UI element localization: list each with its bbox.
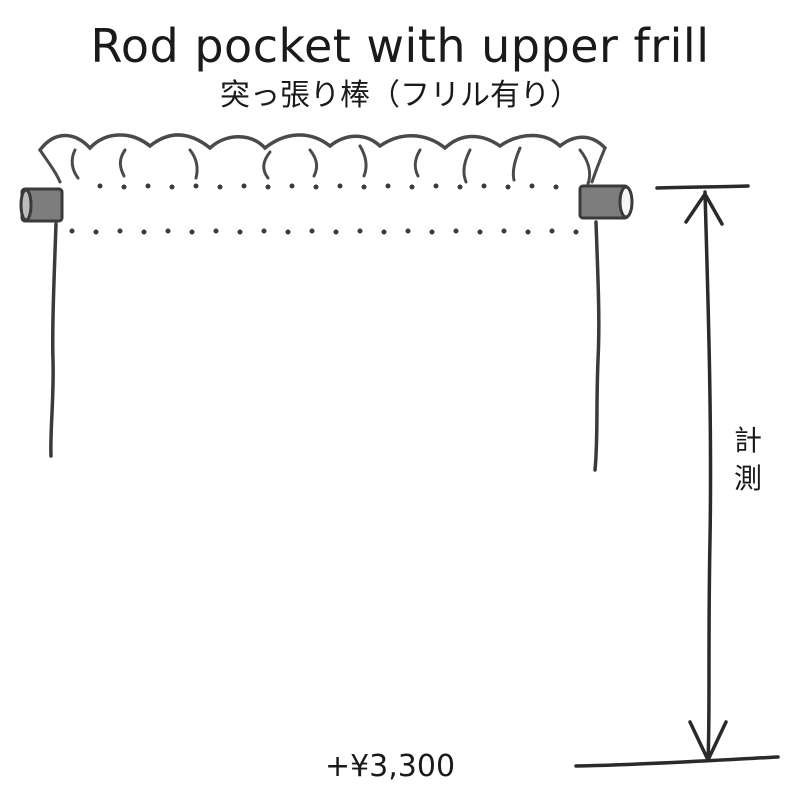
page-title: Rod pocket with upper frill xyxy=(90,19,710,73)
frill-top-edge xyxy=(38,133,607,152)
rod-right-end-icon xyxy=(578,184,634,220)
curtain-right-edge xyxy=(593,220,601,472)
rod-left-end-icon xyxy=(19,187,64,223)
frill-folds xyxy=(38,144,607,186)
lower-stitch-line xyxy=(69,228,579,235)
page-subtitle: 突っ張り棒（フリル有り） xyxy=(220,78,580,113)
measurement-arrow-icon xyxy=(574,184,780,768)
price-label: +¥3,300 xyxy=(324,749,456,784)
measurement-char-2: 測 xyxy=(733,462,762,495)
measurement-label: 計 測 xyxy=(726,422,770,498)
curtain-left-edge xyxy=(49,222,58,458)
upper-stitch-line xyxy=(97,183,559,190)
measurement-char-1: 計 xyxy=(733,424,762,457)
